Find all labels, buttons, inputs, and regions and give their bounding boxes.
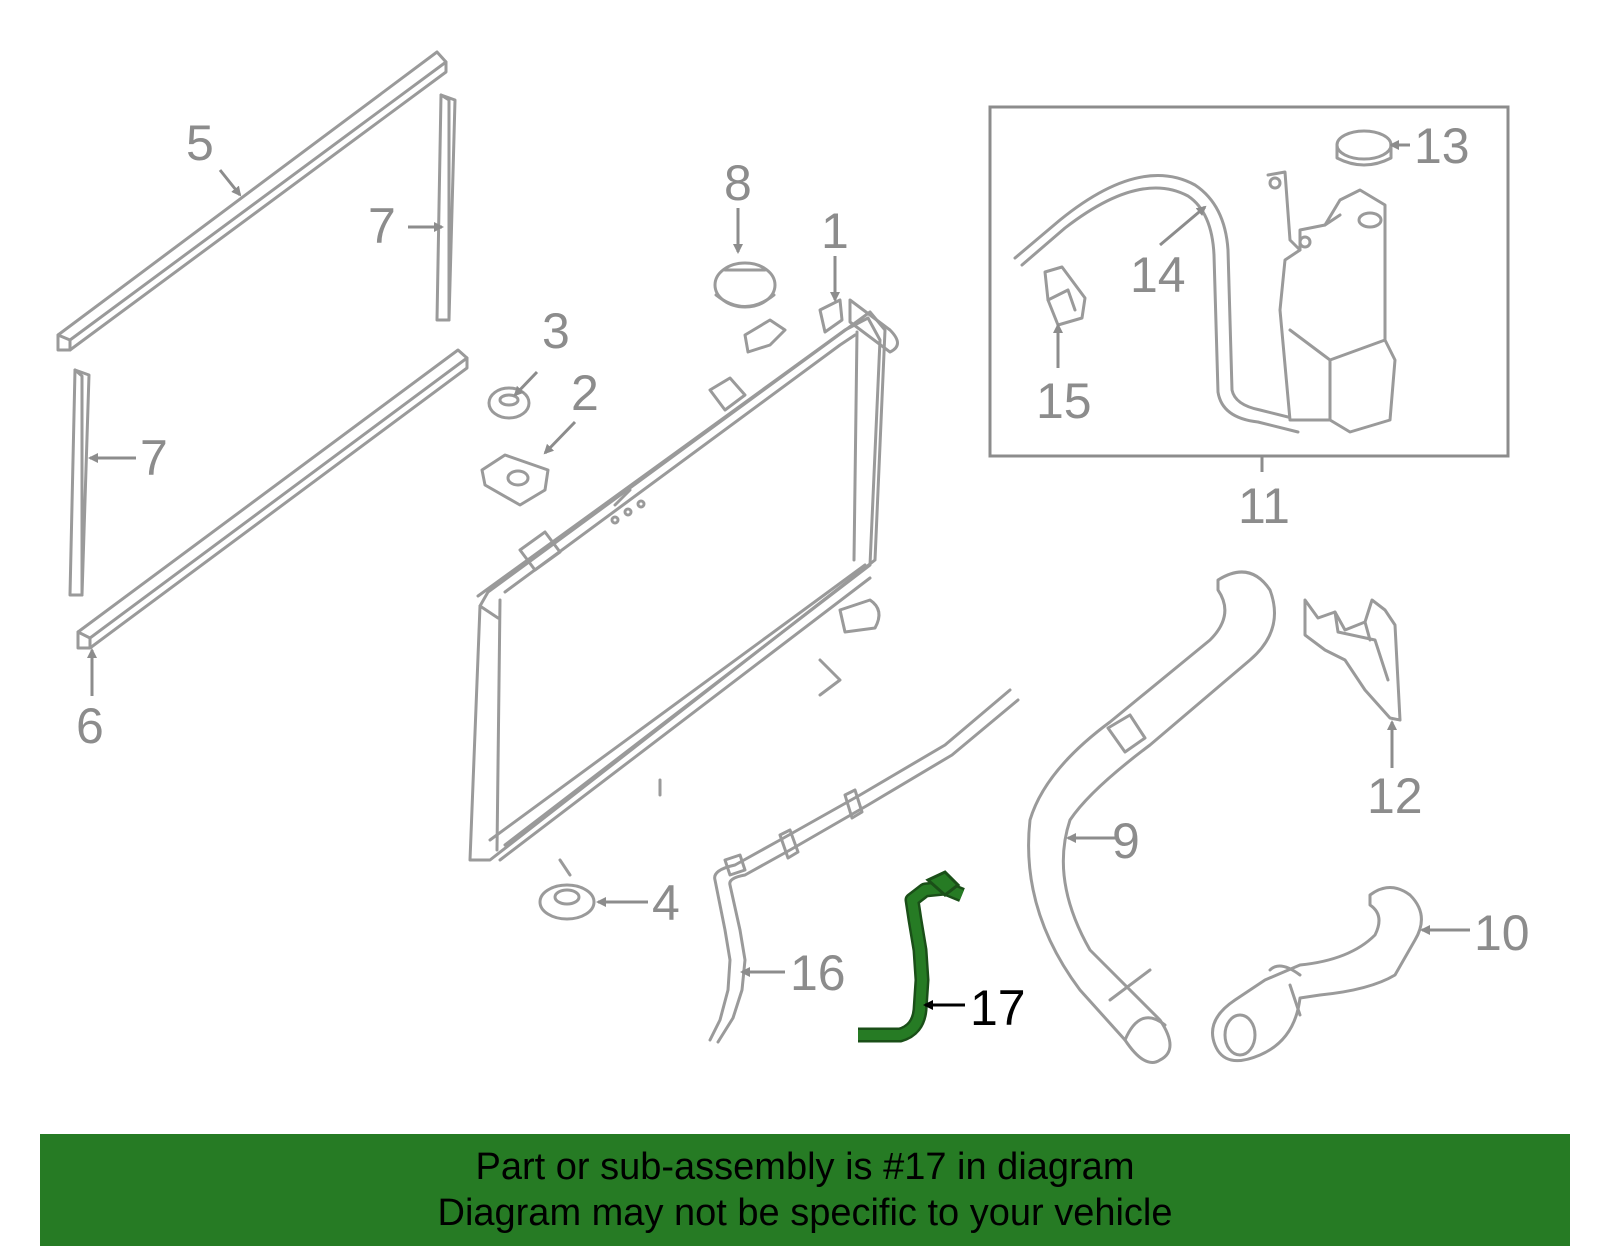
- callout-14: 14: [1130, 247, 1186, 303]
- grommet-3[interactable]: [487, 386, 531, 420]
- mount-4[interactable]: [538, 883, 596, 921]
- callout-10: 10: [1474, 905, 1530, 961]
- callout-2: 2: [571, 365, 599, 421]
- callout-12: 12: [1367, 768, 1423, 824]
- bracket-2[interactable]: [480, 453, 550, 507]
- banner-line-2: Diagram may not be specific to your vehi…: [437, 1192, 1173, 1234]
- reservoir-assembly-box-11: [988, 105, 1510, 472]
- radiator-1[interactable]: [468, 298, 899, 877]
- callout-7-top: 7: [368, 198, 396, 254]
- callout-7-left: 7: [140, 430, 168, 486]
- info-banner: Part or sub-assembly is #17 in diagram D…: [40, 1134, 1570, 1246]
- seal-strip-5[interactable]: [56, 50, 448, 352]
- callout-17: 17: [970, 980, 1026, 1036]
- callout-11: 11: [1238, 478, 1290, 534]
- lower-hose-10[interactable]: [1211, 886, 1423, 1063]
- callout-4: 4: [652, 875, 680, 931]
- callout-16: 16: [790, 945, 846, 1001]
- reservoir-cap-13[interactable]: [1335, 129, 1393, 167]
- callout-8: 8: [724, 155, 752, 211]
- leader-lines: [87, 140, 1470, 1010]
- callout-13: 13: [1414, 118, 1470, 174]
- callout-15: 15: [1036, 373, 1092, 429]
- reservoir-tank[interactable]: [1266, 170, 1397, 434]
- callout-1: 1: [821, 203, 849, 259]
- radiator-cap-8[interactable]: [713, 261, 777, 309]
- seal-strip-7-right[interactable]: [435, 93, 457, 322]
- banner-line-1: Part or sub-assembly is #17 in diagram: [475, 1146, 1135, 1188]
- callout-6: 6: [76, 698, 104, 754]
- seal-strip-7-left[interactable]: [68, 368, 91, 597]
- callout-5: 5: [186, 115, 214, 171]
- callout-3: 3: [542, 303, 570, 359]
- clip-15[interactable]: [1043, 265, 1087, 327]
- hose-16[interactable]: [708, 688, 1020, 1044]
- seal-strip-6[interactable]: [76, 348, 469, 650]
- callout-9: 9: [1112, 813, 1140, 869]
- upper-hose-9[interactable]: [1027, 570, 1276, 1064]
- hose-17-highlighted[interactable]: [858, 870, 965, 1043]
- bracket-12[interactable]: [1303, 598, 1402, 722]
